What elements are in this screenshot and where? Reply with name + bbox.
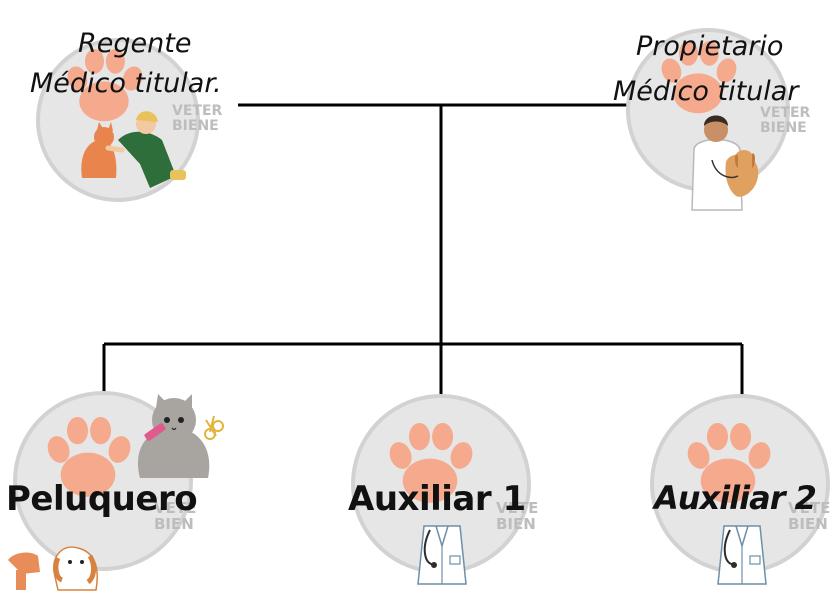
- regente-subtitle: Médico titular.: [30, 68, 222, 99]
- watermark-line: BIENE: [760, 120, 807, 136]
- regente-watermark: VETER BIENE: [172, 104, 222, 134]
- watermark-line: VETER: [760, 105, 811, 121]
- watermark-line: BIEN: [788, 515, 828, 533]
- auxiliar-1-lab-coat-icon: [417, 525, 467, 585]
- peluquero-watermark: VETE BIEN: [154, 500, 196, 532]
- watermark-line: BIEN: [154, 515, 194, 533]
- watermark-line: BIEN: [496, 515, 536, 533]
- propietario-title: Propietario: [636, 31, 784, 62]
- vet-with-puppy-icon: [691, 115, 759, 211]
- auxiliar-2-label: Auxiliar 2: [654, 479, 817, 517]
- dog-with-hair-dryer-icon: [8, 546, 98, 591]
- auxiliar-1-label: Auxiliar 1: [348, 479, 526, 519]
- grooming-cat-icon: [137, 394, 224, 478]
- watermark-line: VETER: [172, 103, 223, 119]
- connector-lines: [102, 103, 744, 400]
- watermark-line: BIENE: [172, 118, 219, 134]
- propietario-watermark: VETER BIENE: [760, 106, 810, 136]
- vet-with-cat-icon: [81, 111, 186, 188]
- auxiliar-2-watermark: VETE BIEN: [788, 500, 830, 532]
- auxiliar-1-watermark: VETE BIEN: [496, 500, 538, 532]
- watermark-line: VETE: [154, 499, 197, 517]
- regente-title: Regente: [78, 28, 192, 59]
- peluquero-label: Peluquero: [6, 479, 198, 519]
- propietario-subtitle: Médico titular: [613, 76, 799, 107]
- auxiliar-2-lab-coat-icon: [717, 525, 767, 585]
- watermark-line: VETE: [496, 499, 539, 517]
- watermark-line: VETE: [788, 499, 831, 517]
